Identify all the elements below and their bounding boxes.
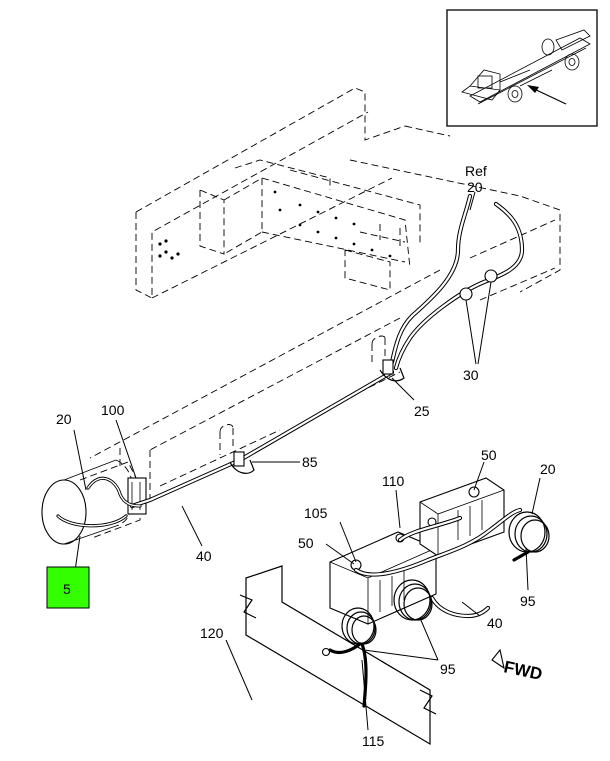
callout-110[interactable]: 110 [382,473,405,489]
callout-25[interactable]: 25 [414,403,430,419]
callout-95-bottom[interactable]: 95 [440,661,456,677]
callout-100[interactable]: 100 [101,402,125,418]
callout-105[interactable]: 105 [304,505,328,521]
frame-rail-upper [89,87,561,498]
callout-ref: Ref [465,163,487,179]
callout-20-top[interactable]: 20 [467,179,483,195]
callout-40-right[interactable]: 40 [487,615,503,631]
callout-85[interactable]: 85 [302,454,318,470]
locator-inset [446,9,598,127]
callout-5[interactable]: 5 [63,581,71,597]
callout-40-left[interactable]: 40 [196,548,212,564]
callout-20-right[interactable]: 20 [540,461,556,477]
callout-115[interactable]: 115 [362,733,385,749]
air-tank [41,459,147,545]
callout-50-left[interactable]: 50 [298,535,314,551]
frame-rivets [158,190,392,260]
fwd-direction-marker: FWD [491,648,544,684]
callout-labels: Ref 20 30 25 20 100 85 5 40 110 50 20 10… [56,163,556,749]
air-line-upper [56,193,525,528]
callout-95-right[interactable]: 95 [520,593,536,609]
callout-20-left[interactable]: 20 [56,411,72,427]
callout-30[interactable]: 30 [463,367,479,383]
callout-120[interactable]: 120 [200,625,224,641]
fwd-label: FWD [502,657,544,684]
leader-lines [73,191,541,731]
callout-50-top[interactable]: 50 [481,447,497,463]
lower-detail [239,477,550,746]
highlight-box-item-5[interactable] [46,566,90,609]
